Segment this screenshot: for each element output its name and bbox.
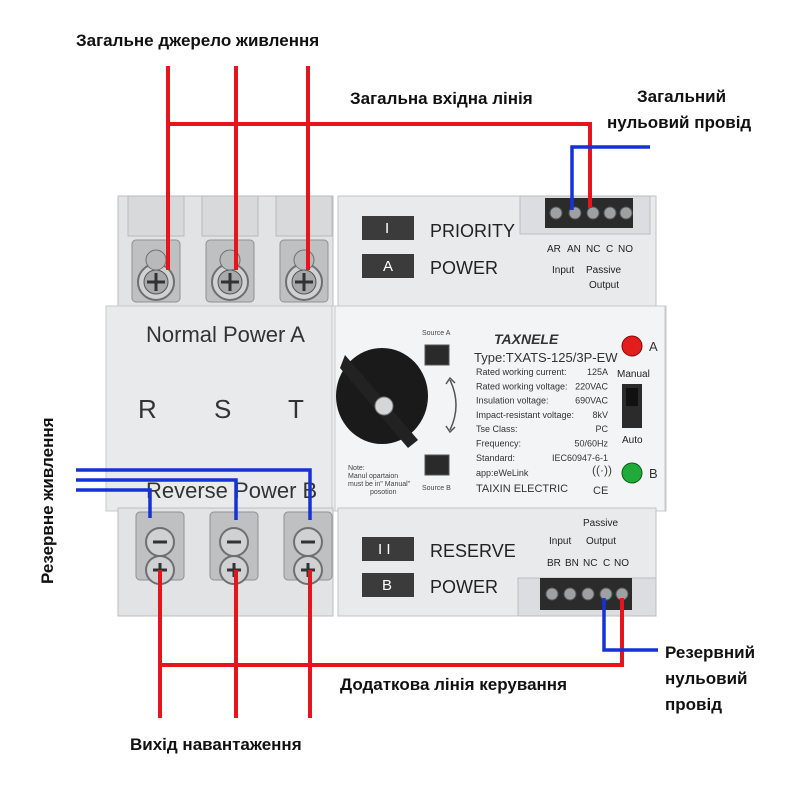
- source-b-indicator: [424, 454, 450, 476]
- power-a-text: POWER: [430, 258, 498, 278]
- svg-text:Input: Input: [549, 536, 571, 547]
- bottom-control-terminals: [540, 578, 632, 610]
- label-reserve-neutral-3: провід: [665, 695, 722, 714]
- wifi-icon: ((·)): [592, 463, 612, 477]
- bottom-phase-terminals: [135, 511, 333, 585]
- svg-text:I: I: [385, 220, 389, 237]
- normal-power-label: Normal Power A: [146, 322, 305, 347]
- spec-key: Rated working voltage:: [476, 381, 568, 391]
- blue-wires: [76, 145, 658, 652]
- top-phase-terminals: [131, 239, 329, 303]
- brand-logo: TAXNELE: [494, 331, 559, 347]
- svg-text:I I: I I: [378, 541, 391, 558]
- svg-text:NO: NO: [614, 558, 629, 569]
- spec-key: Standard:: [476, 453, 515, 463]
- power-b-box: [362, 573, 414, 597]
- priority-text: PRIORITY: [430, 221, 515, 241]
- spec-value: 8kV: [592, 410, 608, 420]
- svg-text:Manual: Manual: [617, 369, 650, 380]
- svg-text:Manul opartaion: Manul opartaion: [348, 473, 398, 480]
- reserve-text: RESERVE: [430, 541, 516, 561]
- led-a: [621, 335, 643, 357]
- reserve-box: [362, 537, 414, 561]
- label-reserve-neutral-1: Резервний: [665, 643, 755, 662]
- label-load-output: Вихід навантаження: [130, 735, 302, 754]
- svg-text:AN: AN: [567, 244, 581, 255]
- svg-text:A: A: [649, 339, 658, 354]
- source-a-indicator: [424, 344, 450, 366]
- spec-value: PC: [595, 424, 608, 434]
- spec-key: Rated working current:: [476, 367, 567, 377]
- spec-key: Impact-resistant voltage:: [476, 410, 574, 420]
- source-a-label: Source A: [422, 330, 451, 337]
- reverse-power-label: Reverse Power B: [146, 478, 317, 503]
- spec-key: Tse Class:: [476, 424, 518, 434]
- svg-text:C: C: [603, 558, 610, 569]
- svg-text:Passive: Passive: [586, 265, 621, 276]
- spec-value: 125A: [587, 367, 608, 377]
- svg-text:B: B: [382, 577, 392, 594]
- svg-text:NO: NO: [618, 244, 633, 255]
- phase-s-label: S: [214, 394, 231, 424]
- spec-key: Frequency:: [476, 439, 521, 449]
- spec-key: Insulation voltage:: [476, 396, 549, 406]
- ce-mark: CE: [593, 485, 608, 497]
- label-main-power-source: Загальне джерело живлення: [76, 31, 319, 50]
- spec-value: 690VAC: [575, 396, 608, 406]
- svg-text:A: A: [383, 258, 393, 275]
- svg-text:Output: Output: [589, 280, 619, 291]
- maker-label: TAIXIN ELECTRIC: [476, 483, 568, 495]
- rotary-switch-knob[interactable]: [336, 348, 428, 448]
- svg-text:BN: BN: [565, 558, 579, 569]
- label-main-neutral-1: Загальний: [637, 87, 726, 106]
- app-line: app:eWeLink: [476, 468, 529, 478]
- red-wires: [158, 66, 624, 718]
- svg-text:AR: AR: [547, 244, 561, 255]
- label-main-neutral-2: нульовий провід: [607, 113, 751, 132]
- power-b-text: POWER: [430, 577, 498, 597]
- svg-text:Auto: Auto: [622, 435, 643, 446]
- led-b: [621, 462, 643, 484]
- svg-text:Input: Input: [552, 265, 574, 276]
- phase-t-label: T: [288, 394, 304, 424]
- phase-r-label: R: [138, 394, 157, 424]
- svg-text:Passive: Passive: [583, 518, 618, 529]
- svg-text:must be in" Manual": must be in" Manual": [348, 481, 411, 488]
- svg-text:NC: NC: [586, 244, 600, 255]
- svg-text:BR: BR: [547, 558, 561, 569]
- svg-text:Output: Output: [586, 536, 616, 547]
- power-a-box: [362, 254, 414, 278]
- label-main-input-line: Загальна вхідна лінія: [350, 89, 533, 108]
- priority-box: [362, 216, 414, 240]
- type-line: Type:TXATS-125/3P-EW: [474, 350, 618, 365]
- spec-value: IEC60947-6-1: [552, 453, 608, 463]
- label-aux-control-line: Додаткова лінія керування: [340, 675, 567, 694]
- rotation-arrow-icon: [449, 379, 457, 431]
- svg-text:posotion: posotion: [370, 489, 397, 496]
- spec-value: 220VAC: [575, 381, 608, 391]
- label-reserve-neutral-2: нульовий: [665, 669, 748, 688]
- svg-text:Note:: Note:: [348, 465, 365, 472]
- label-reserve-power: Резервне живлення: [38, 417, 57, 584]
- source-b-label: Source B: [422, 485, 451, 492]
- svg-text:B: B: [649, 466, 658, 481]
- spec-list: Rated working current: 125A Rated working …: [476, 367, 608, 463]
- svg-text:C: C: [606, 244, 613, 255]
- svg-text:NC: NC: [583, 558, 597, 569]
- spec-value: 50/60Hz: [574, 439, 608, 449]
